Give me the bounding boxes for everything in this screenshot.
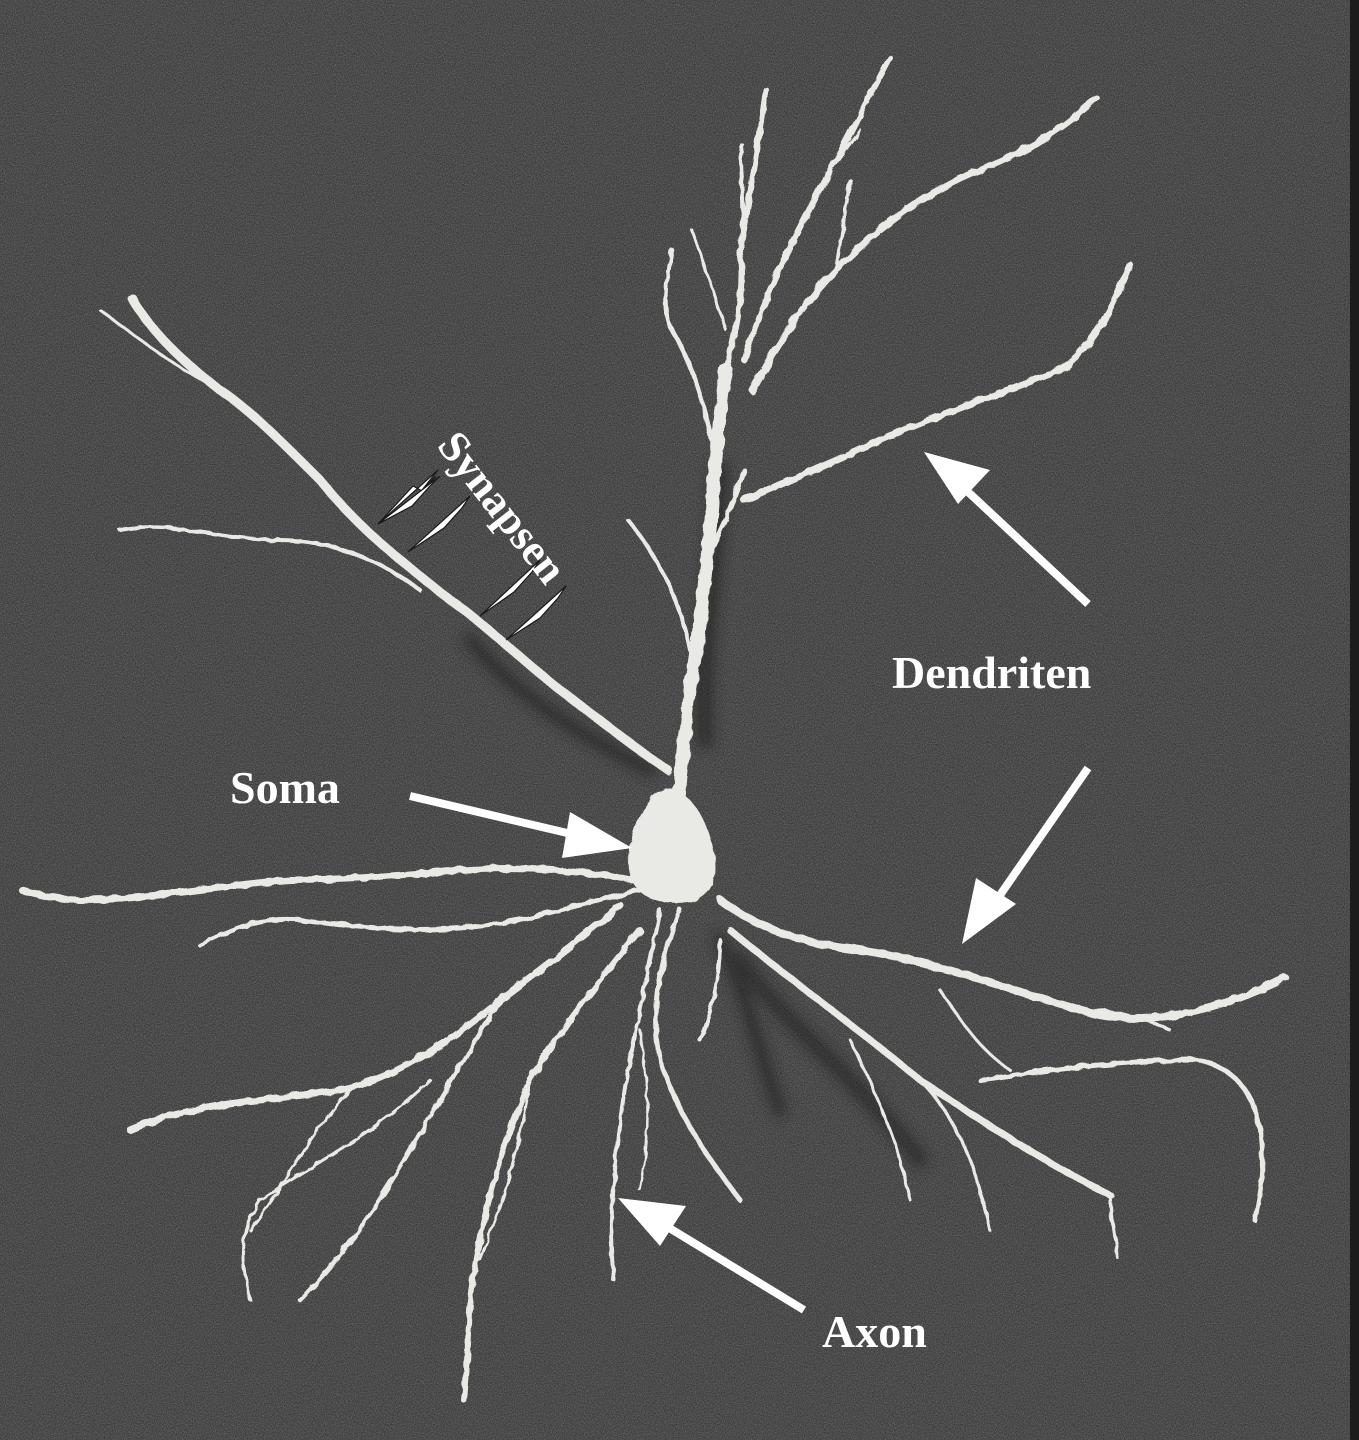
dendriten-label: Dendriten bbox=[892, 647, 1091, 698]
soma-label: Soma bbox=[230, 762, 340, 813]
axon-label: Axon bbox=[822, 1306, 927, 1357]
